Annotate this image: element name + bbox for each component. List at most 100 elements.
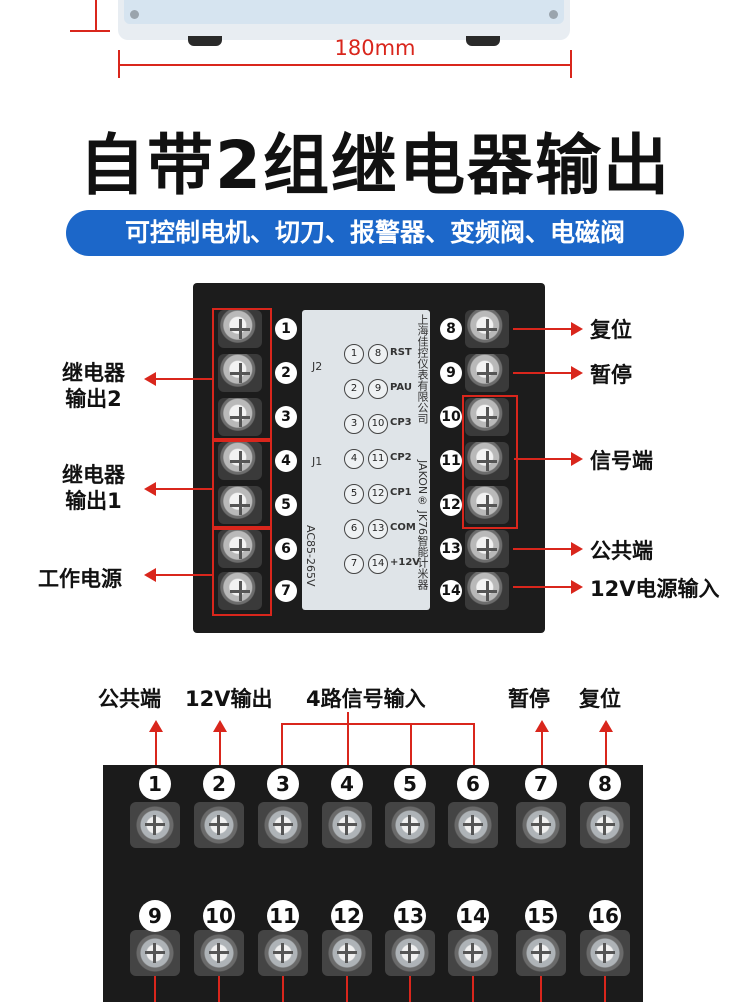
plate-row-label: CP2 <box>390 452 412 463</box>
arrow-right <box>513 366 583 380</box>
terminal-number: 10 <box>203 900 235 932</box>
screw-terminal <box>258 802 308 848</box>
wire-lead <box>346 976 348 1002</box>
screw-icon <box>549 10 558 19</box>
device-foot <box>466 36 500 46</box>
plate-pin: 14 <box>368 554 388 574</box>
callout-power: 工作电源 <box>38 567 122 591</box>
screw-terminal <box>448 930 498 976</box>
terminal-number: 3 <box>275 406 297 428</box>
strip-label-signal-input: 4路信号输入 <box>306 687 426 711</box>
plate-pin: 5 <box>344 484 364 504</box>
callout-relay2: 继电器 输出2 <box>62 360 125 412</box>
strip-label-12v-output: 12V输出 <box>185 687 273 711</box>
screw-terminal <box>465 442 509 480</box>
terminal-number: 6 <box>275 538 297 560</box>
terminal-number: 13 <box>440 538 462 560</box>
plate-row-label: CP1 <box>390 487 412 498</box>
screw-terminal <box>580 802 630 848</box>
screw-terminal <box>465 398 509 436</box>
terminal-number: 9 <box>440 362 462 384</box>
wire-lead <box>540 976 542 1002</box>
device-face <box>124 0 564 24</box>
terminal-number: 3 <box>267 768 299 800</box>
bracket-line <box>347 712 349 724</box>
screw-terminal <box>130 802 180 848</box>
screw-terminal <box>448 802 498 848</box>
terminal-number: 10 <box>440 406 462 428</box>
callout-12v-input: 12V电源输入 <box>590 577 720 601</box>
screw-terminal <box>194 802 244 848</box>
screw-terminal <box>465 486 509 524</box>
screw-terminal <box>218 442 262 480</box>
bracket-line <box>347 723 349 767</box>
screw-terminal <box>465 354 509 392</box>
plate-row-label: COM <box>390 522 416 533</box>
terminal-number: 12 <box>440 494 462 516</box>
terminal-number: 13 <box>394 900 426 932</box>
arrow-right <box>513 580 583 594</box>
screw-terminal <box>218 310 262 348</box>
plate-ac: AC85-265V <box>304 525 317 587</box>
terminal-number: 5 <box>275 494 297 516</box>
plate-row-label: PAU <box>390 382 412 393</box>
callout-pause: 暂停 <box>590 363 632 387</box>
plate-model-text: JAKON® JK76智能计米器 <box>416 460 429 591</box>
screw-terminal <box>218 398 262 436</box>
plate-pin: 3 <box>344 414 364 434</box>
highlight-box-relay2 <box>212 308 272 440</box>
wire-lead <box>282 976 284 1002</box>
terminal-number: 4 <box>275 450 297 472</box>
dimension-label: 180mm <box>334 36 416 60</box>
terminal-number: 4 <box>331 768 363 800</box>
plate-pin: 9 <box>368 379 388 399</box>
plate-row-label: CP3 <box>390 417 412 428</box>
bracket-line <box>410 723 412 767</box>
plate-pin: 6 <box>344 519 364 539</box>
arrow-left <box>144 568 212 582</box>
plate-row-label: RST <box>390 347 412 358</box>
terminal-number: 14 <box>440 580 462 602</box>
arrow-right <box>513 322 583 336</box>
terminal-number: 7 <box>275 580 297 602</box>
page-title: 自带2组继电器输出 <box>79 127 671 204</box>
dimension-line <box>118 64 572 66</box>
terminal-number: 11 <box>267 900 299 932</box>
screw-terminal <box>218 354 262 392</box>
arrow-up <box>599 720 613 766</box>
screw-terminal <box>385 802 435 848</box>
screw-terminal <box>580 930 630 976</box>
plate-pin: 12 <box>368 484 388 504</box>
wiring-label-plate: 上海佳控仪表有限公司 JAKON® JK76智能计米器 J2 J1 AC85-2… <box>302 310 430 610</box>
highlight-box-signal <box>462 395 518 529</box>
screw-terminal <box>194 930 244 976</box>
terminal-number: 16 <box>589 900 621 932</box>
callout-relay1-text: 继电器 输出1 <box>62 463 125 513</box>
terminal-number: 2 <box>203 768 235 800</box>
terminal-number: 6 <box>457 768 489 800</box>
bracket-line <box>281 723 475 725</box>
arrow-left <box>144 482 212 496</box>
plate-maker-text: 上海佳控仪表有限公司 <box>416 314 429 424</box>
plate-pin: 8 <box>368 344 388 364</box>
highlight-box-relay1 <box>212 440 272 528</box>
wire-lead <box>154 976 156 1002</box>
screw-terminal <box>465 530 509 568</box>
callout-common: 公共端 <box>590 539 653 563</box>
screw-terminal <box>218 486 262 524</box>
terminal-number: 9 <box>139 900 171 932</box>
terminal-number: 1 <box>275 318 297 340</box>
terminal-number: 15 <box>525 900 557 932</box>
terminal-number: 8 <box>440 318 462 340</box>
plate-j2: J2 <box>312 360 323 373</box>
screw-terminal <box>465 310 509 348</box>
screw-icon <box>130 10 139 19</box>
plate-pin: 4 <box>344 449 364 469</box>
arrow-left <box>144 372 212 386</box>
screw-terminal <box>130 930 180 976</box>
terminal-number: 8 <box>589 768 621 800</box>
arrow-up <box>535 720 549 766</box>
callout-relay1: 继电器 输出1 <box>62 462 125 514</box>
highlight-box-power <box>212 528 272 616</box>
device-bottom-edge <box>118 0 570 46</box>
